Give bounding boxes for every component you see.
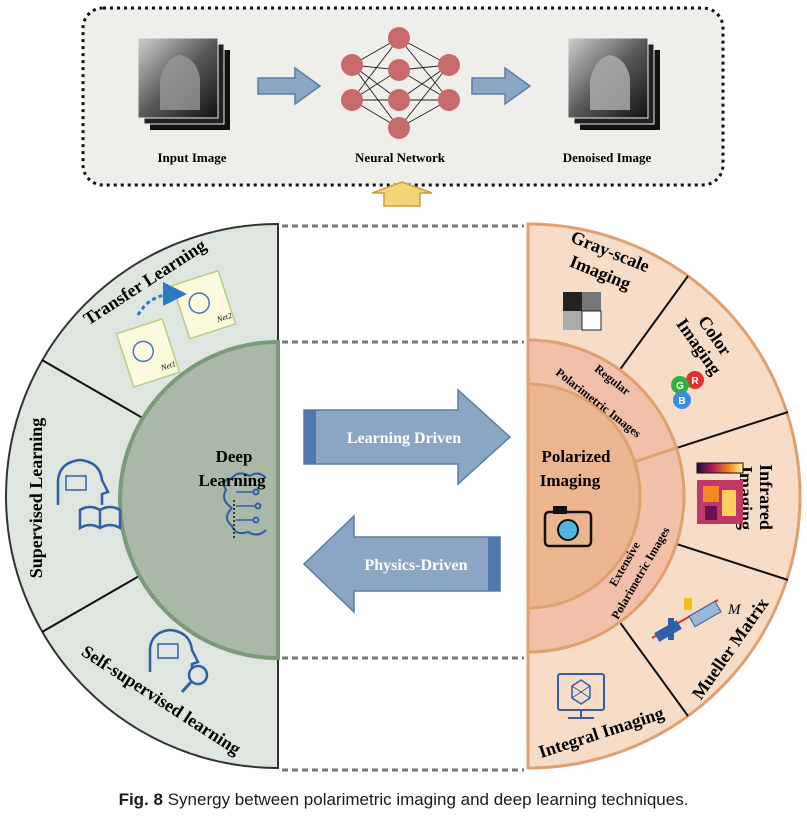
thermal-image-icon [696, 462, 744, 524]
network-label: Neural Network [355, 150, 446, 165]
synergy-diagram: Input Image Neural Network Denoised Imag… [5, 6, 802, 772]
neural-network-nodes [341, 27, 460, 139]
deep-label-line2: Learning [198, 471, 266, 490]
transfer-learning-icon: Net1 Net2 [115, 269, 237, 388]
rgb-icon: R G B [671, 371, 704, 409]
camera-icon [543, 506, 593, 548]
supervised-learning-icon [56, 458, 122, 531]
polarized-label-line1: Polarized [542, 447, 611, 466]
network-node [341, 89, 363, 111]
network-node [438, 54, 460, 76]
brain-icon [223, 472, 267, 540]
segment-supervised-learning: Supervised Learning [26, 418, 46, 579]
connector-lines [282, 224, 524, 772]
physics-driven-arrow [302, 514, 501, 614]
rgb-r: R [691, 376, 699, 387]
network-node [388, 117, 410, 139]
network-node [388, 59, 410, 81]
rgb-g: G [676, 381, 684, 392]
up-arrow [371, 181, 433, 207]
pipeline-arrow-1 [257, 66, 322, 106]
figure-caption-text: Synergy between polarimetric imaging and… [167, 790, 689, 809]
output-image-stack [567, 37, 660, 130]
network-node [341, 54, 363, 76]
polarized-label-line2: Imaging [540, 471, 601, 490]
pipeline-arrow-2 [471, 66, 532, 106]
network-node [388, 27, 410, 49]
deep-learning-half [5, 222, 280, 770]
learning-driven-arrow [303, 388, 512, 486]
polarized-imaging-half [526, 222, 802, 770]
self-supervised-icon [148, 628, 209, 694]
input-image-stack [137, 37, 230, 130]
mueller-symbol: M [727, 602, 742, 618]
rgb-b: B [678, 396, 685, 407]
figure-caption: Fig. 8 Synergy between polarimetric imag… [0, 790, 807, 810]
infrared-line1: Infrared [756, 464, 776, 530]
deep-label-line1: Deep [216, 447, 253, 466]
input-image-label: Input Image [158, 150, 227, 165]
pipeline-panel: Input Image Neural Network Denoised Imag… [81, 6, 725, 187]
output-image-label: Denoised Image [563, 150, 652, 165]
network-node [438, 89, 460, 111]
grayscale-icon [563, 292, 602, 331]
learning-driven-label: Learning Driven [347, 430, 461, 447]
figure-label: Fig. 8 [118, 790, 163, 809]
integral-imaging-icon [557, 673, 605, 719]
physics-driven-label: Physics-Driven [364, 557, 467, 574]
mueller-optics-icon: M [651, 598, 742, 642]
network-node [388, 89, 410, 111]
